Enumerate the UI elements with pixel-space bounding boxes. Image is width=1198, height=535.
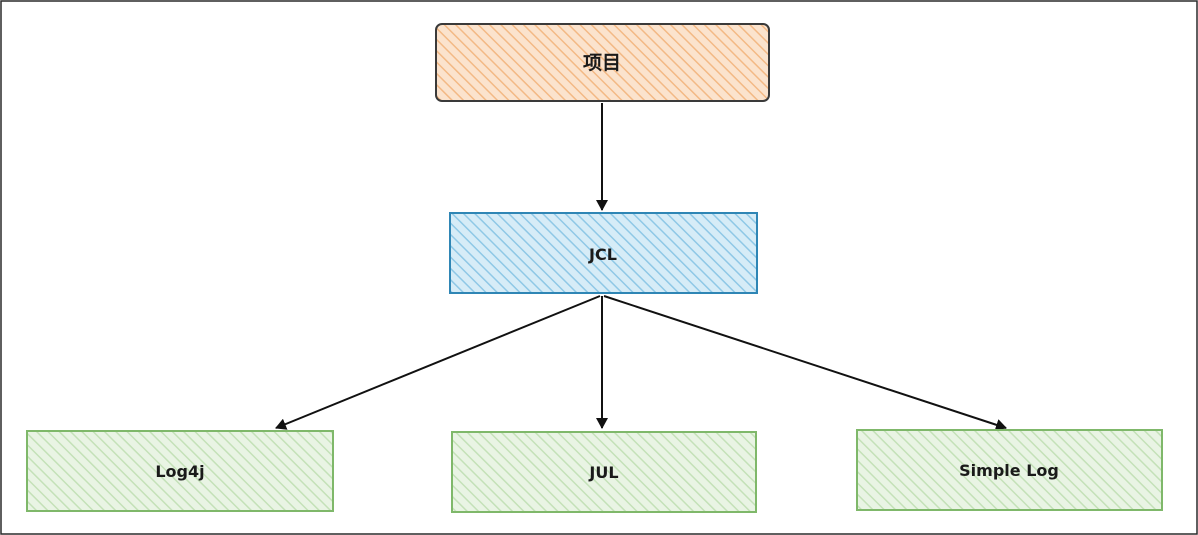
node-project-box [435, 23, 770, 102]
edges [275, 103, 1007, 431]
node-project: 项目 [435, 23, 770, 102]
node-jcl-box [449, 212, 758, 294]
node-simple-log-box [856, 429, 1163, 511]
node-jcl: JCL [449, 212, 758, 294]
node-jul-box [451, 431, 757, 513]
node-log4j-label: Log4j [155, 462, 204, 481]
node-log4j-box [26, 430, 334, 512]
node-log4j: Log4j [26, 430, 334, 512]
node-jcl-label: JCL [588, 245, 617, 264]
edge-jcl-to-log4j [275, 295, 601, 430]
node-simple-log: Simple Log [856, 429, 1163, 511]
edge-jcl-to-simple-log [603, 295, 1007, 431]
node-simple-log-label: Simple Log [959, 461, 1059, 480]
node-jul-label: JUL [588, 463, 618, 482]
node-project-label: 项目 [583, 52, 621, 74]
node-jul: JUL [451, 431, 757, 513]
